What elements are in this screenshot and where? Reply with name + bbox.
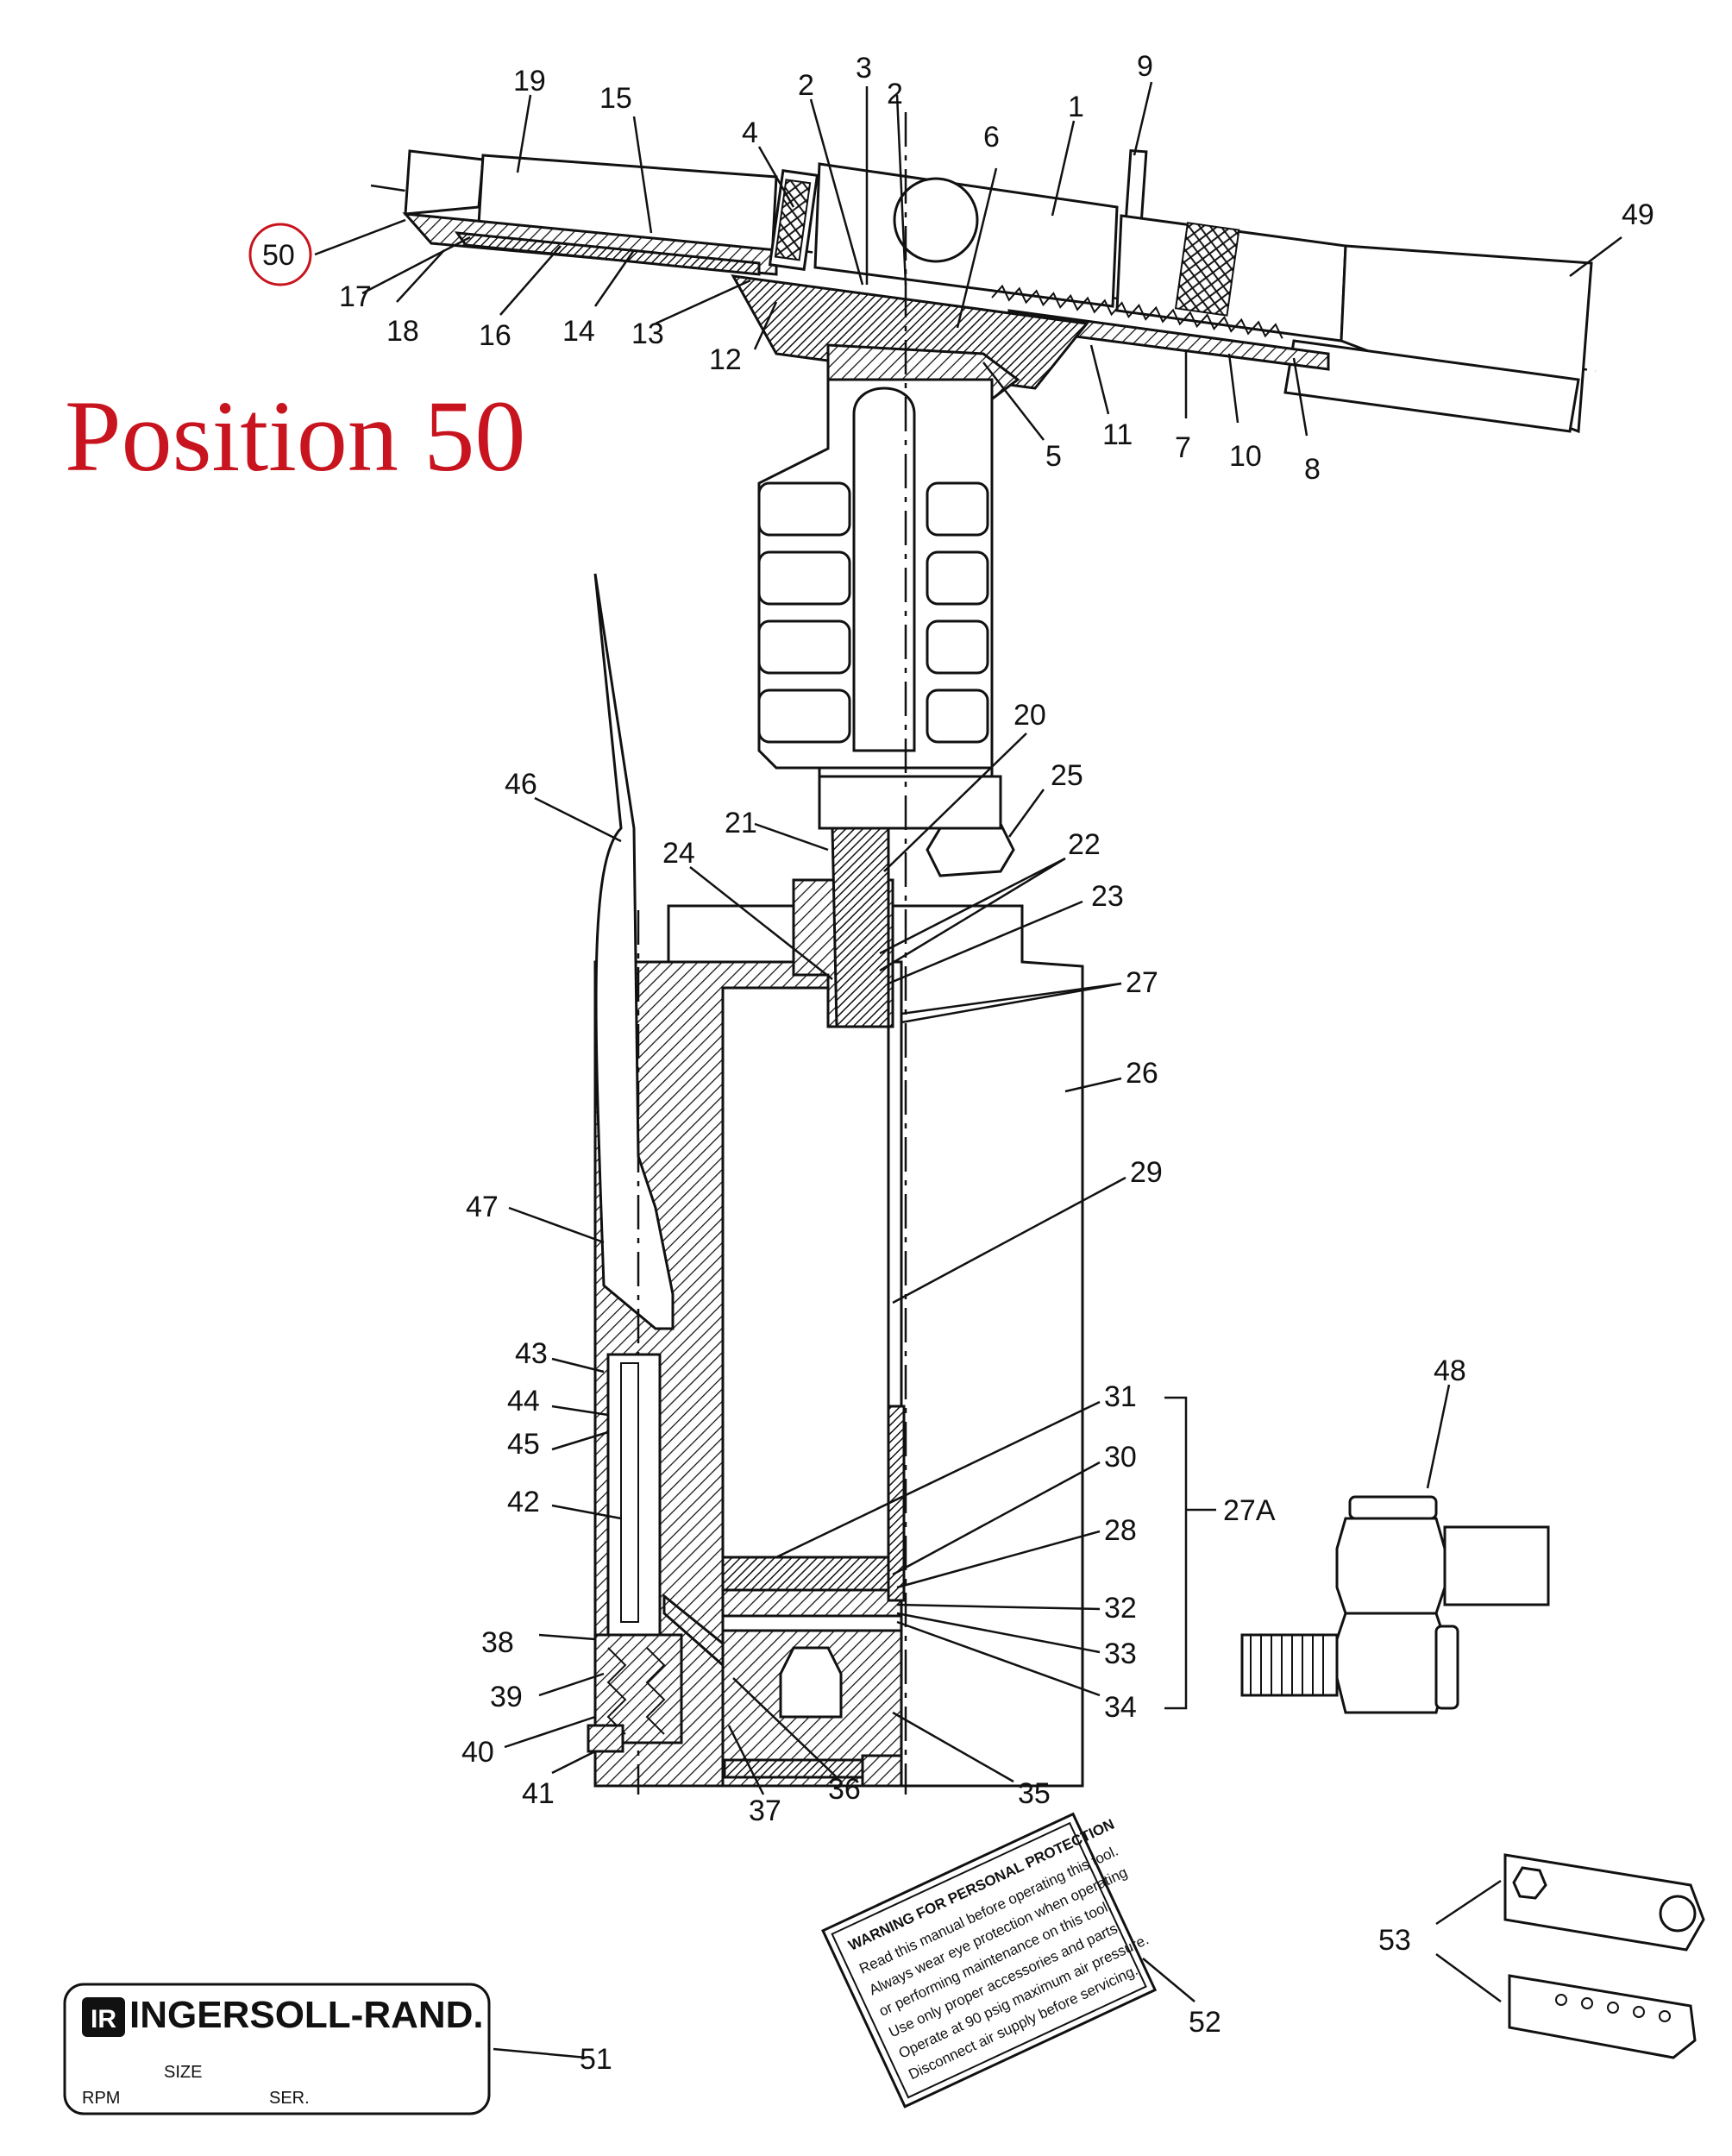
part-label: 6 xyxy=(983,121,1000,154)
part-label: 7 xyxy=(1175,431,1191,464)
part-label: 8 xyxy=(1304,453,1321,486)
part-label: 35 xyxy=(1018,1777,1051,1810)
part-label: 27 xyxy=(1126,966,1158,999)
svg-text:IR: IR xyxy=(91,2005,116,2033)
part-label: 47 xyxy=(466,1191,499,1223)
diagram-title: Position 50 xyxy=(65,380,525,493)
part-label: 39 xyxy=(490,1681,523,1713)
part-label: 45 xyxy=(507,1428,540,1461)
part-label: 42 xyxy=(507,1486,540,1518)
part-label: 48 xyxy=(1434,1355,1466,1387)
part-label: 32 xyxy=(1104,1592,1137,1625)
part-label: 43 xyxy=(515,1337,548,1370)
part-label: 17 xyxy=(339,280,372,313)
part-label: 5 xyxy=(1045,440,1062,473)
warning-label: WARNING FOR PERSONAL PROTECTION Read thi… xyxy=(821,1812,1158,2109)
part-label: 13 xyxy=(631,317,664,350)
part-label: 19 xyxy=(513,65,546,97)
part-label: 9 xyxy=(1137,50,1153,83)
part-label: 10 xyxy=(1229,440,1262,473)
part-label: 25 xyxy=(1051,759,1083,792)
part-label: 23 xyxy=(1091,880,1124,913)
part-label: 24 xyxy=(662,837,695,870)
part-label: 21 xyxy=(725,807,757,839)
brand-name: INGERSOLL-RAND. xyxy=(129,1994,484,2036)
part-label: 38 xyxy=(481,1626,514,1659)
part-label: 33 xyxy=(1104,1637,1137,1670)
part-label: 14 xyxy=(562,315,595,348)
handle xyxy=(757,378,994,813)
nameplate: IR INGERSOLL-RAND. SIZE RPM SER. xyxy=(63,1983,491,2115)
part-label: 29 xyxy=(1130,1156,1163,1189)
part-label: 2 xyxy=(887,78,903,110)
head-assembly xyxy=(370,148,1597,434)
part-label: 3 xyxy=(856,52,872,85)
air-fitting xyxy=(1240,1495,1550,1714)
part-label: 30 xyxy=(1104,1441,1137,1474)
part-label: 34 xyxy=(1104,1691,1137,1724)
part-label: 26 xyxy=(1126,1057,1158,1090)
part-label: 40 xyxy=(461,1736,494,1769)
nameplate-rpm-label: RPM xyxy=(82,2089,120,2108)
part-label: 31 xyxy=(1104,1380,1137,1413)
part-label: 12 xyxy=(709,343,742,376)
nameplate-ser-label: SER. xyxy=(269,2089,310,2108)
part-label: 4 xyxy=(742,116,758,149)
part-label: 41 xyxy=(522,1777,555,1810)
leader-lines xyxy=(314,81,1622,2059)
part-label: 18 xyxy=(386,315,419,348)
part-label: 51 xyxy=(580,2043,612,2076)
part-label: 15 xyxy=(599,82,632,115)
part-label: 20 xyxy=(1013,699,1046,732)
highlight-circle xyxy=(248,223,312,286)
part-label: 16 xyxy=(479,319,511,352)
part-label: 22 xyxy=(1068,828,1101,861)
part-label: 2 xyxy=(798,69,814,102)
part-label: 37 xyxy=(749,1795,781,1827)
part-label: 52 xyxy=(1189,2006,1221,2039)
service-wrenches xyxy=(1503,1853,1705,2059)
part-label: 1 xyxy=(1068,91,1084,123)
part-label-50: 50 xyxy=(262,239,295,272)
nameplate-size-label: SIZE xyxy=(164,2063,202,2082)
part-label: 28 xyxy=(1104,1514,1137,1547)
part-label: 49 xyxy=(1622,198,1654,231)
part-label: 11 xyxy=(1102,418,1133,451)
part-label: 27A xyxy=(1223,1494,1276,1527)
part-label: 46 xyxy=(505,768,537,801)
part-label: 36 xyxy=(828,1773,861,1806)
part-label: 44 xyxy=(507,1385,540,1417)
part-labels: 19 15 4 2 3 2 6 1 9 49 50 17 18 16 14 13… xyxy=(262,50,1654,2076)
part-label: 53 xyxy=(1378,1924,1411,1957)
trigger-assembly xyxy=(587,573,725,1795)
